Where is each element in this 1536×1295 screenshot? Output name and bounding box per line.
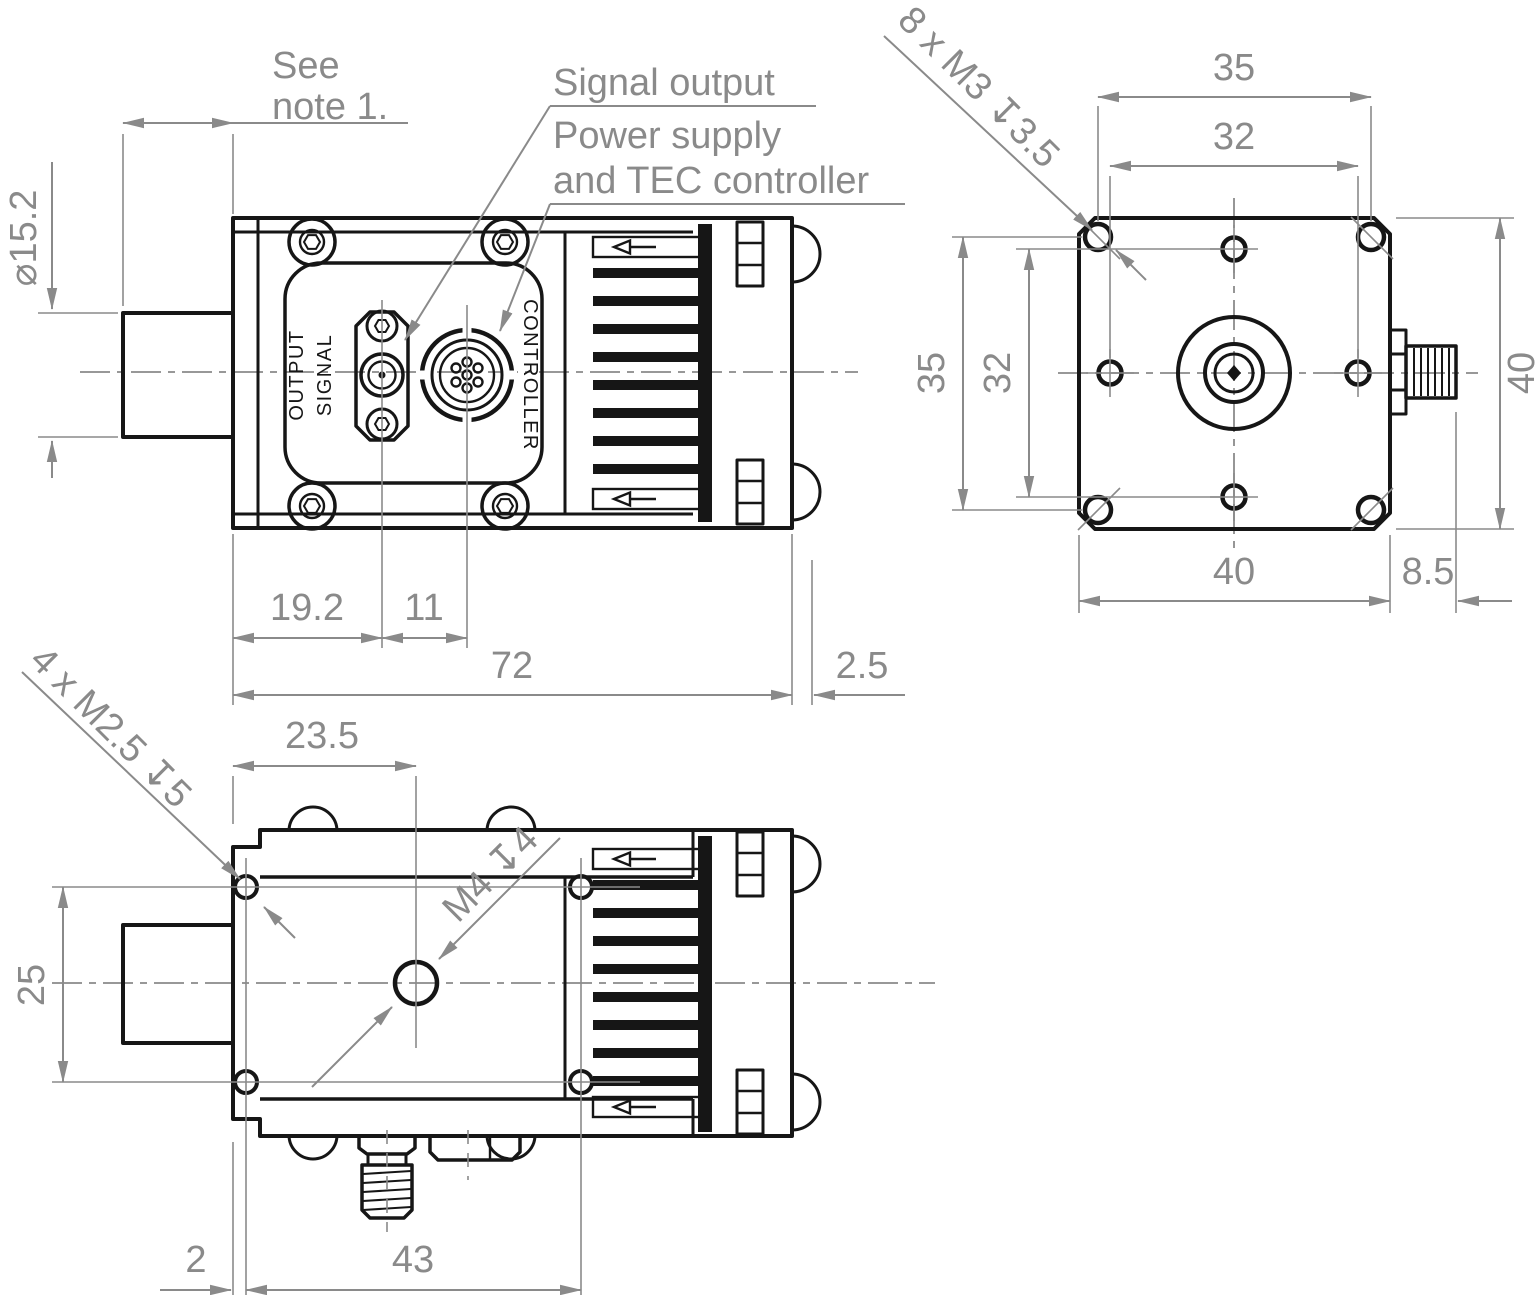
panel-screw [480,217,530,267]
lens-barrel-bottom [121,923,235,1045]
front-view: 35 32 35 32 40 40 8.5 8 x M3 ↧3.5 [883,0,1536,613]
dim-front-left-inner: 32 [977,352,1019,394]
panel-screw [480,481,530,531]
power-supply-callout: Power supply [553,115,781,157]
dim-front-top-inner: 32 [1213,116,1255,158]
end-bracket [735,220,822,526]
optical-aperture [1176,315,1292,431]
m25-leader [21,671,241,880]
sma-connector-side [1388,328,1458,416]
see-note-label: See [272,45,340,87]
m25-thread-callout: 4 x M2.5 ↧5 [22,639,200,817]
dim-hole-edge-offset: 2 [185,1239,206,1281]
controller-connector-bottom [428,1136,522,1162]
module-body-bottom [231,828,794,1138]
screw-head-notch [485,805,537,832]
dim-barrel-diameter: ⌀15.2 [3,190,45,287]
heat-sink-bottom [563,836,712,1132]
panel-screw [287,481,337,531]
end-bracket-bottom [735,830,822,1136]
dim-sma-offset: 19.2 [270,587,344,629]
dim-hole-row-spacing: 25 [11,964,53,1006]
m3-leader-arrow [1115,249,1147,281]
m25-leader-arrow [263,906,296,939]
dim-sma-protrusion: 8.5 [1402,551,1455,593]
mounting-clip [791,462,822,522]
screw-head-notch [485,1134,537,1161]
mounting-clip [791,224,822,284]
dim-clip-offset: 2.5 [836,645,889,687]
m4-leader-arrow [311,1006,393,1088]
m4-leader [438,837,561,960]
dim-front-left-outer: 35 [911,352,953,394]
panel-label-signal: SIGNAL [314,334,336,416]
m25-mounting-holes [233,874,594,1095]
bottom-view: 23.5 25 2 43 4 x M2.5 ↧5 M4 ↧4 [11,639,935,1295]
m3-thread-callout: 8 x M3 ↧3.5 [890,0,1068,176]
panel-screw [287,217,337,267]
lens-barrel [121,311,235,439]
dim-hole-col-spacing: 43 [392,1239,434,1281]
front-face [1077,216,1392,531]
dim-body-length: 72 [491,645,533,687]
dim-front-top-outer: 35 [1213,47,1255,89]
m4-thread-callout: M4 ↧4 [435,818,547,930]
dim-m4-offset: 23.5 [285,715,359,757]
m3-corner-holes [1077,216,1394,531]
screw-head-notch [287,1134,339,1161]
signal-output-leader [404,105,551,341]
heat-sink [563,224,712,522]
see-note-label: note 1. [272,86,388,128]
panel-label-controller: CONTROLLER [519,299,541,451]
dim-front-right-height: 40 [1501,352,1536,394]
m3-leader [883,35,1093,231]
side-view: SIGNAL OUTPUT CONTROLLER [3,45,905,705]
panel-label-output: OUTPUT [286,329,308,420]
dim-connector-pitch: 11 [404,587,443,629]
screw-head-notch [287,805,339,832]
power-supply-leader [499,203,551,332]
connector-panel [283,261,544,485]
signal-output-callout: Signal output [553,62,775,104]
tec-controller-callout: and TEC controller [553,160,869,202]
m3-mid-holes [1086,225,1382,521]
dim-front-bottom-width: 40 [1213,551,1255,593]
